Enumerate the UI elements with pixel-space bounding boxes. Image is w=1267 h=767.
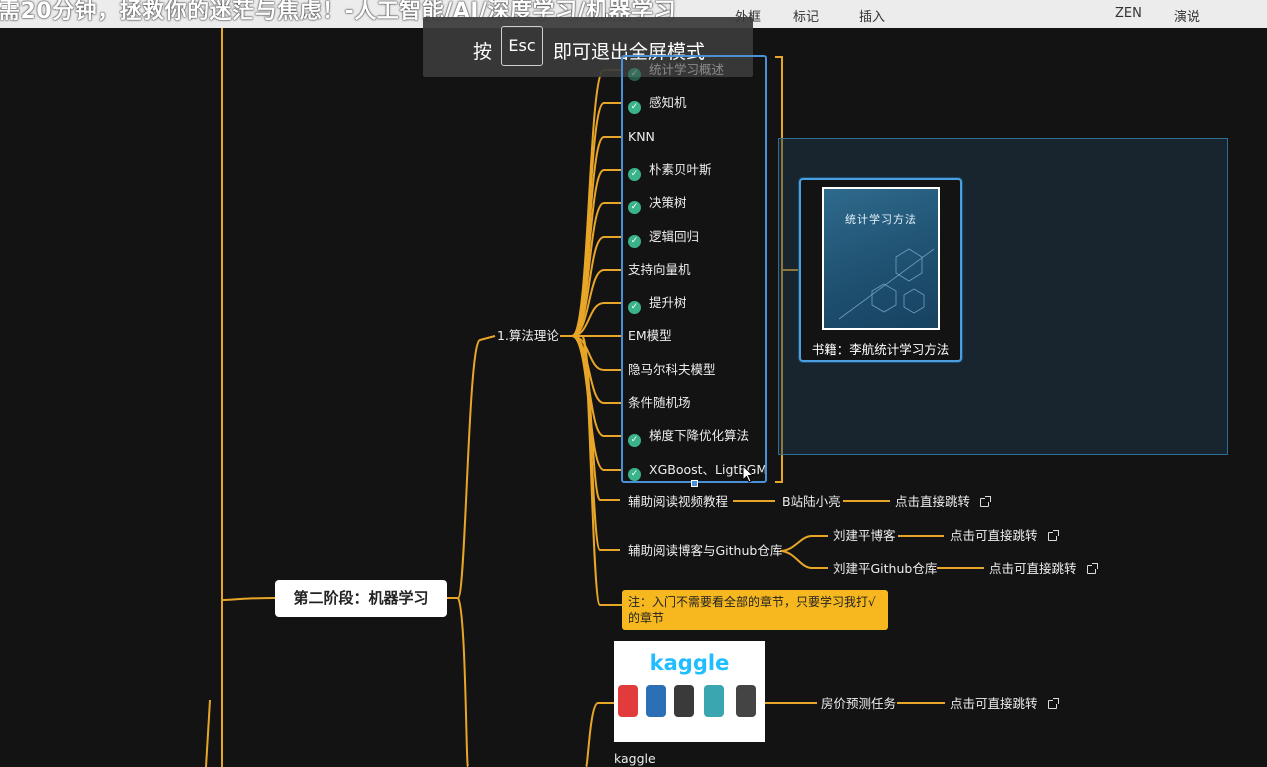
blog-repo-node[interactable]: 辅助阅读博客与Github仓库 <box>628 543 783 558</box>
selection-frame <box>621 55 767 483</box>
kaggle-logo: kaggle <box>649 651 730 675</box>
toolbar-item-zen[interactable]: ZEN <box>1115 6 1142 21</box>
fullscreen-hint-text: 即可退出全屏模式 <box>553 41 706 63</box>
topic-label: EM模型 <box>628 328 672 343</box>
topic-node[interactable]: ✓ 逻辑回归 <box>628 229 699 248</box>
topic-node[interactable]: 隐马尔科夫模型 <box>628 362 716 378</box>
checkmark-icon: ✓ <box>628 68 641 81</box>
topic-node[interactable]: ✓ 提升树 <box>628 295 687 314</box>
video-source-node[interactable]: B站陆小亮 <box>782 494 841 509</box>
topic-label: XGBoost、LigtBGM <box>649 462 768 477</box>
topic-label: 提升树 <box>649 295 687 310</box>
robot-icon <box>618 685 638 717</box>
blog-node[interactable]: 刘建平博客 <box>833 528 896 543</box>
topic-node[interactable]: ✓ 感知机 <box>628 95 687 114</box>
topic-label: 感知机 <box>649 95 687 110</box>
topic-connector <box>571 269 622 337</box>
external-link-icon[interactable] <box>1086 563 1098 574</box>
video-link-node[interactable]: 点击直接跳转 <box>895 494 992 510</box>
topic-label: 统计学习概述 <box>649 62 725 77</box>
esc-key: Esc <box>501 26 543 66</box>
robot-icon <box>674 685 694 717</box>
topic-node[interactable]: ✓ 梯度下降优化算法 <box>628 428 749 447</box>
topic-label: 支持向量机 <box>628 262 691 277</box>
book-caption: 书籍：李航统计学习方法 <box>811 342 950 357</box>
toolbar-item-insert[interactable]: 插入 <box>859 10 886 25</box>
toolbar-item-marker[interactable]: 标记 <box>793 10 820 25</box>
topic-label: 朴素贝叶斯 <box>649 162 712 177</box>
external-link-icon[interactable] <box>1047 698 1059 709</box>
kaggle-task-node[interactable]: 房价预测任务 <box>821 696 897 711</box>
topic-label: 条件随机场 <box>628 395 691 410</box>
blog-link-label: 点击可直接跳转 <box>950 528 1038 543</box>
topic-connector <box>571 302 622 337</box>
topic-connector <box>571 236 622 337</box>
github-link-node[interactable]: 点击可直接跳转 <box>989 561 1098 577</box>
topic-node[interactable]: ✓ 统计学习概述 <box>628 62 724 81</box>
topic-label: KNN <box>628 129 655 144</box>
checkmark-icon: ✓ <box>628 235 641 248</box>
robot-icon <box>736 685 756 717</box>
mouse-cursor-icon <box>742 465 755 483</box>
topic-node[interactable]: 支持向量机 <box>628 262 691 278</box>
topic-label: 决策树 <box>649 195 687 210</box>
checkmark-icon: ✓ <box>628 168 641 181</box>
checkmark-icon: ✓ <box>628 301 641 314</box>
video-tutorial-node[interactable]: 辅助阅读视频教程 <box>628 494 729 509</box>
book-cover-art <box>838 248 935 320</box>
kaggle-link-node[interactable]: 点击可直接跳转 <box>950 696 1059 712</box>
topic-node[interactable]: ✓ XGBoost、LigtBGM <box>628 462 767 481</box>
robot-icon <box>646 685 666 717</box>
robot-icon <box>704 685 724 717</box>
selection-resize-handle[interactable] <box>691 480 698 487</box>
topic-connector <box>571 335 622 471</box>
fullscreen-hint: 按 Esc 即可退出全屏模式 <box>423 17 753 77</box>
branch-algorithm-theory[interactable]: 1.算法理论 <box>497 328 559 343</box>
topic-label: 隐马尔科夫模型 <box>628 362 716 377</box>
book-cover-title: 统计学习方法 <box>845 213 917 226</box>
github-link-label: 点击可直接跳转 <box>989 561 1077 576</box>
topic-label: 逻辑回归 <box>649 229 700 244</box>
kaggle-caption: kaggle <box>614 751 656 766</box>
book-cover-image: 统计学习方法 <box>822 187 940 330</box>
toolbar-item-presentation[interactable]: 演说 <box>1174 10 1201 25</box>
topic-node[interactable]: EM模型 <box>628 328 672 344</box>
external-link-icon[interactable] <box>1047 530 1059 541</box>
topic-label: 梯度下降优化算法 <box>649 428 750 443</box>
topic-node[interactable]: 条件随机场 <box>628 395 691 411</box>
fullscreen-hint-prefix: 按 <box>473 41 493 63</box>
topic-node[interactable]: ✓ 决策树 <box>628 195 687 214</box>
topic-node[interactable]: KNN <box>628 129 655 145</box>
note-callout[interactable]: 注：入门不需要看全部的章节，只要学习我打√的章节 <box>622 590 888 630</box>
external-link-icon[interactable] <box>980 496 992 507</box>
kaggle-link-label: 点击可直接跳转 <box>950 696 1038 711</box>
kaggle-image-node[interactable]: kaggle <box>614 641 765 742</box>
checkmark-icon: ✓ <box>628 434 641 447</box>
book-node[interactable]: 统计学习方法 书籍：李航统计学习方法 <box>799 178 962 362</box>
video-link-label: 点击直接跳转 <box>895 494 971 509</box>
topic-node[interactable]: ✓ 朴素贝叶斯 <box>628 162 712 181</box>
github-repo-node[interactable]: 刘建平Github仓库 <box>833 561 938 576</box>
checkmark-icon: ✓ <box>628 468 641 481</box>
blog-link-node[interactable]: 点击可直接跳转 <box>950 528 1059 544</box>
topic-connector <box>571 335 622 437</box>
stage-node-machine-learning[interactable]: 第二阶段：机器学习 <box>275 580 447 617</box>
checkmark-icon: ✓ <box>628 201 641 214</box>
checkmark-icon: ✓ <box>628 101 641 114</box>
